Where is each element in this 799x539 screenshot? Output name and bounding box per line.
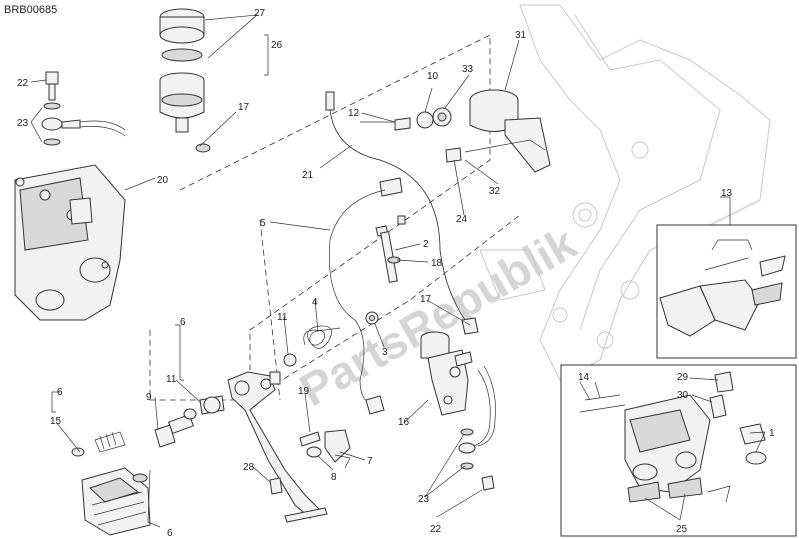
callout-31: 31 — [515, 30, 527, 41]
reservoir-bracket — [394, 89, 551, 173]
callout-23-bottom: 23 — [418, 494, 430, 505]
callout-14: 14 — [578, 372, 590, 383]
callout-10: 10 — [427, 71, 439, 82]
callout-21: 21 — [302, 170, 314, 181]
callout-20: 20 — [157, 175, 169, 186]
callout-33: 33 — [462, 64, 474, 75]
callout-5: 5 — [260, 218, 266, 229]
brake-pedal — [227, 353, 328, 523]
frame-outline — [479, 4, 771, 381]
rear-master-cylinder — [420, 331, 473, 416]
inset-box-caliper — [560, 364, 797, 537]
callout-3: 3 — [382, 347, 388, 358]
stop-light-switch-cable — [329, 177, 406, 415]
callout-13: 13 — [721, 188, 733, 199]
callout-11-lower: 11 — [166, 374, 177, 385]
callout-6-pedal: 6 — [180, 317, 186, 328]
callout-1: 1 — [769, 428, 775, 439]
callout-8: 8 — [331, 472, 337, 483]
callout-4: 4 — [312, 297, 318, 308]
callout-2: 2 — [423, 239, 429, 250]
callout-16: 16 — [398, 417, 410, 428]
callout-19: 19 — [298, 386, 310, 397]
callout-29: 29 — [677, 372, 689, 383]
callout-22-top: 22 — [17, 78, 29, 89]
callout-17-mid: 17 — [420, 294, 432, 305]
callout-24: 24 — [456, 214, 468, 225]
callout-30: 30 — [677, 390, 689, 401]
callout-labels: 27 26 17 22 23 20 21 5 2 18 3 4 17 16 10… — [17, 8, 775, 539]
callout-23-top: 23 — [17, 118, 29, 129]
master-cylinder-rod — [365, 225, 401, 325]
callout-6-footpeg-top: 6 — [57, 387, 63, 398]
caliper-banjo-fitting — [41, 71, 126, 146]
callout-7: 7 — [367, 456, 373, 467]
assembly-boundary — [149, 34, 521, 401]
callout-12: 12 — [348, 108, 360, 119]
callout-17-top: 17 — [238, 102, 250, 113]
callout-26: 26 — [271, 40, 283, 51]
callout-9: 9 — [146, 392, 152, 403]
pedal-pivot — [154, 395, 225, 448]
callout-25: 25 — [676, 524, 688, 535]
master-cylinder-banjo — [458, 365, 496, 491]
footpeg — [71, 431, 151, 536]
inset-box-pads — [656, 224, 797, 359]
callout-11-upper: 11 — [277, 312, 288, 323]
clevis-hardware — [299, 429, 351, 469]
callout-15: 15 — [50, 416, 62, 427]
brake-fluid-reservoir — [159, 8, 211, 153]
leader-lines — [30, 14, 766, 528]
callout-28: 28 — [243, 462, 255, 473]
diagram-code: BRB00685 — [4, 4, 58, 16]
rear-brake-caliper — [14, 164, 126, 321]
callout-27: 27 — [254, 8, 266, 19]
callout-18: 18 — [431, 258, 443, 269]
callout-6-footpeg-bottom: 6 — [167, 528, 173, 539]
callout-32: 32 — [489, 186, 501, 197]
callout-22-bottom: 22 — [430, 524, 442, 535]
